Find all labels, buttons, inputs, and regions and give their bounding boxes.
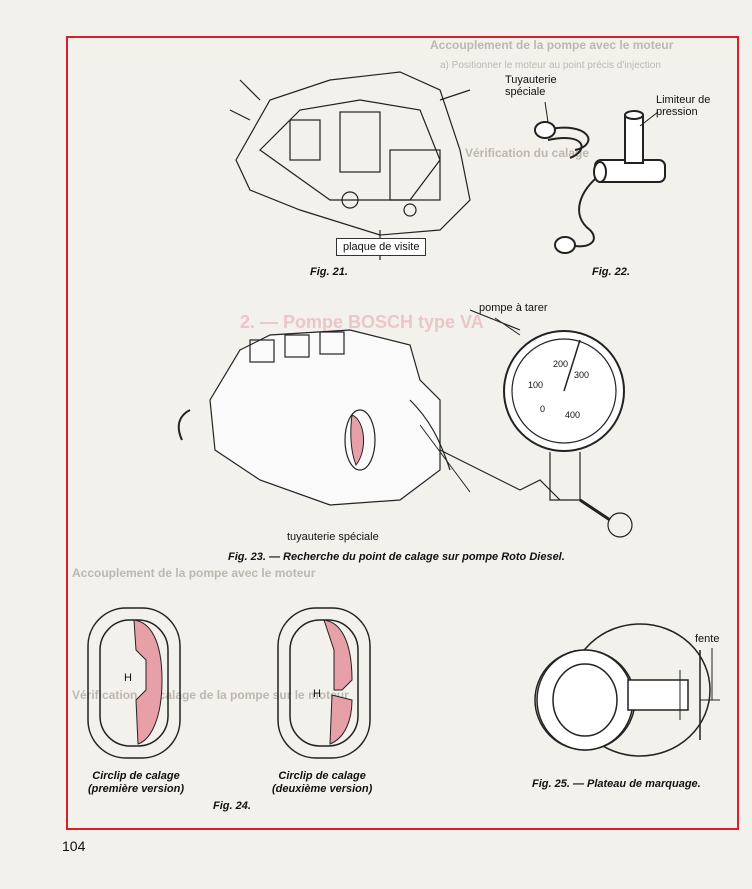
ghost-line-2: a) Positionner le moteur au point précis… — [440, 60, 661, 71]
fig21-engine-illustration — [229, 71, 471, 260]
fig22-tube-limiter — [534, 110, 666, 254]
fig24-circlip-1 — [87, 607, 181, 759]
circlip-2-highlight-b — [329, 694, 353, 745]
gauge-400: 400 — [565, 410, 581, 420]
ghost-heading-3: Vérification du calage — [465, 146, 590, 160]
caption-circlip-1: Circlip de calage (première version) — [88, 770, 184, 795]
caption-fig25: Fig. 25. — Plateau de marquage. — [532, 778, 701, 790]
page-number: 104 — [62, 838, 86, 854]
fig23-pump-illustration — [177, 309, 633, 538]
ghost-heading-1: Accouplement de la pompe avec le moteur — [430, 38, 674, 52]
label-tuyauterie-speciale: tuyauterie spéciale — [287, 531, 379, 543]
ghost-heading-4: 2. — Pompe BOSCH type VA — [240, 312, 484, 332]
gauge-100: 100 — [528, 380, 544, 390]
fig24-circlip-2 — [277, 607, 371, 759]
circlip-2-highlight — [323, 619, 353, 691]
caption-fig21: Fig. 21. — [310, 266, 348, 278]
label-plaque-de-visite: plaque de visite — [336, 238, 427, 256]
label-tuyauterie-speciale-top: Tuyauterie spéciale — [505, 74, 557, 98]
fig25-marking-plate — [534, 623, 720, 757]
circlip-1-mark: H — [124, 672, 132, 684]
gauge-300: 300 — [574, 370, 590, 380]
gauge-200: 200 — [553, 359, 569, 369]
fig23-red-highlight — [350, 414, 364, 466]
caption-fig24: Fig. 24. — [213, 800, 251, 812]
label-fente: fente — [695, 633, 720, 645]
caption-fig22: Fig. 22. — [592, 266, 630, 278]
caption-circlip-2: Circlip de calage (deuxième version) — [272, 770, 373, 795]
circlip-1-highlight — [133, 619, 163, 745]
caption-fig23: Fig. 23. — Recherche du point de calage … — [228, 551, 565, 563]
leader-lines — [419, 101, 659, 493]
label-pompe-a-tarer: pompe à tarer — [479, 302, 548, 314]
gauge-0: 0 — [540, 404, 546, 414]
circlip-2-mark: H — [313, 688, 321, 700]
ghost-heading-5: Accouplement de la pompe avec le moteur — [72, 566, 316, 580]
figure-frame — [66, 36, 739, 830]
label-limiteur-de-pression: Limiteur de pression — [656, 94, 711, 118]
